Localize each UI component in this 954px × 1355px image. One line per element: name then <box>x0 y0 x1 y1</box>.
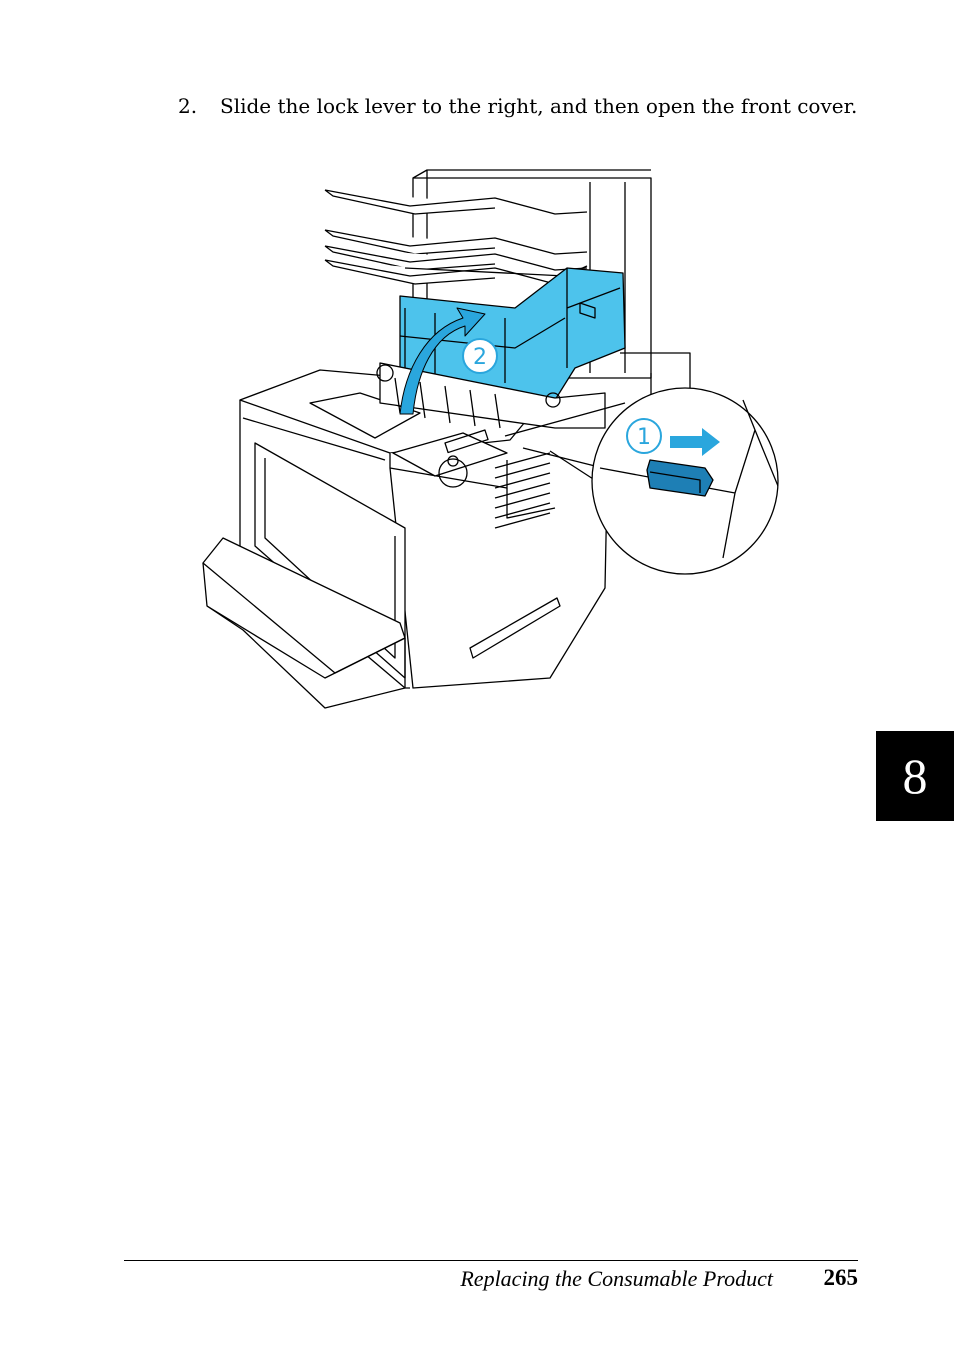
callout-1-marker <box>626 418 662 454</box>
callout-2-marker <box>462 338 498 374</box>
footer-section-title: Replacing the Consumable Product <box>460 1266 773 1291</box>
open-cover-arrow: 2 <box>399 307 498 415</box>
front-cover-open <box>376 267 626 429</box>
slide-right-arrow <box>670 428 720 456</box>
callout-1-label: 1 <box>637 425 651 450</box>
callout-2-label: 2 <box>473 345 487 370</box>
step-text: Slide the lock lever to the right, and t… <box>220 94 858 118</box>
lock-lever-detail: 1 <box>504 387 779 575</box>
page-number: 265 <box>823 1265 859 1290</box>
footer-divider <box>124 1260 858 1261</box>
chapter-tab: 8 <box>876 731 954 821</box>
step-number: 2. <box>178 94 198 118</box>
printer-illustration: 2 1 <box>202 169 779 709</box>
